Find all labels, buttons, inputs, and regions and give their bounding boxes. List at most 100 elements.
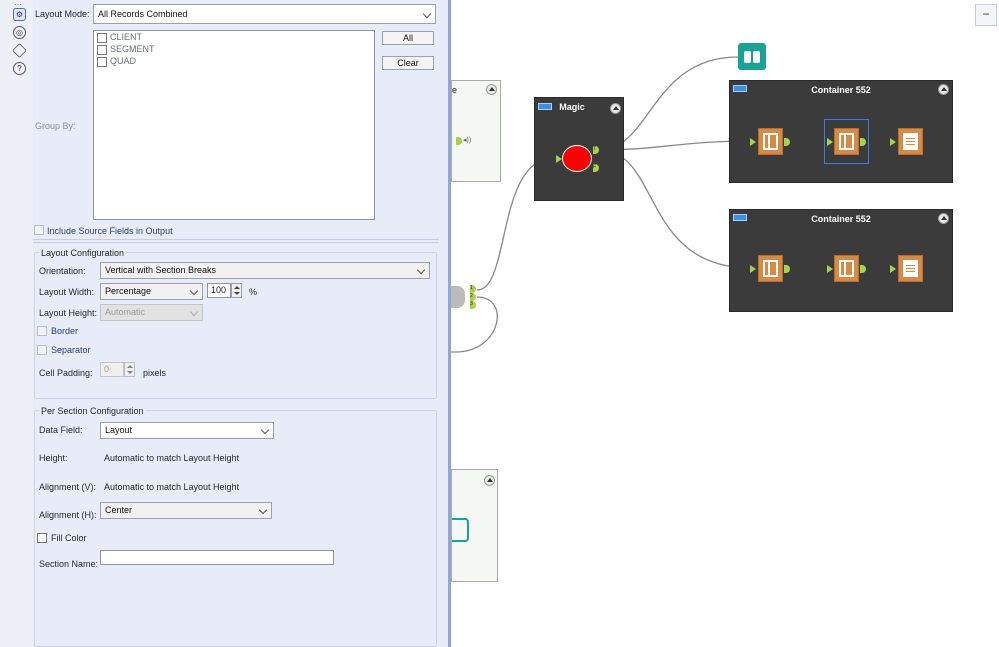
dots-icon: ··· (14, 0, 22, 9)
chevron-down-icon (258, 505, 268, 515)
clear-button[interactable]: Clear (382, 56, 434, 70)
group-by-listbox[interactable]: CLIENT SEGMENT QUAD (93, 30, 375, 220)
layout-height-label: Layout Height: (39, 308, 98, 318)
report-text-icon[interactable] (898, 255, 923, 282)
input-anchor[interactable] (890, 265, 896, 273)
checkbox[interactable] (97, 57, 107, 67)
layout-width-unit: % (249, 287, 258, 297)
border-checkbox[interactable] (37, 326, 47, 336)
cell-padding-input[interactable]: 0 (100, 362, 124, 377)
output-anchor[interactable] (456, 137, 462, 145)
collapse-icon[interactable] (484, 475, 495, 486)
layout-width-label: Layout Width: (39, 287, 95, 297)
checkbox[interactable] (97, 33, 107, 43)
input-anchor[interactable] (750, 265, 756, 273)
wifi-icon: ◂)) (463, 137, 472, 144)
include-source-checkbox[interactable] (34, 225, 44, 235)
container-552-b[interactable]: Container 552 (729, 209, 953, 312)
binoculars-icon[interactable] (738, 43, 766, 70)
chevron-down-icon (416, 265, 426, 275)
container-552-a[interactable]: Container 552 (729, 80, 953, 183)
input-anchor[interactable] (750, 138, 756, 146)
output-anchor[interactable] (860, 138, 866, 146)
layout-tool-icon[interactable] (758, 255, 783, 282)
fill-color-label: Fill Color (51, 533, 87, 543)
partial-container-bottom[interactable] (451, 469, 498, 582)
input-anchor[interactable] (890, 138, 896, 146)
output-anchor-2[interactable]: 2 (470, 293, 476, 301)
input-anchor[interactable] (827, 265, 833, 273)
anchor-label: T (593, 146, 597, 152)
layout-tool-icon[interactable] (834, 128, 859, 155)
anchor-label: 1 (470, 285, 473, 291)
data-field-label: Data Field: (39, 425, 83, 435)
layout-tool-icon[interactable] (834, 255, 859, 282)
tag-icon[interactable] (12, 43, 27, 58)
layout-width-spinner[interactable] (231, 283, 242, 298)
checkbox[interactable] (97, 45, 107, 55)
partial-container-title: e (452, 85, 458, 95)
group-by-item-label: SEGMENT (110, 44, 155, 54)
include-source-label: Include Source Fields in Output (47, 226, 173, 236)
orientation-select[interactable]: Vertical with Section Breaks (100, 262, 430, 279)
section-name-label: Section Name: (39, 559, 99, 569)
layout-height-select[interactable]: Automatic (100, 304, 203, 321)
output-anchor[interactable] (860, 265, 866, 273)
cell-padding-spinner[interactable] (124, 362, 135, 377)
partial-container-top[interactable]: e ◂)) (451, 80, 501, 182)
separator-checkbox[interactable] (37, 345, 47, 355)
layout-mode-label: Layout Mode: (35, 9, 90, 19)
collapse-icon[interactable] (938, 213, 949, 224)
output-anchor[interactable] (784, 265, 790, 273)
collapse-icon[interactable] (610, 103, 621, 114)
input-anchor[interactable] (827, 138, 833, 146)
help-icon[interactable]: ? (13, 62, 26, 75)
alignment-h-select[interactable]: Center (100, 502, 272, 519)
layout-width-input[interactable]: 100 (207, 283, 231, 298)
false-anchor[interactable]: F (593, 164, 599, 172)
collapse-icon[interactable] (938, 84, 949, 95)
true-anchor[interactable]: T (593, 146, 599, 154)
workflow-canvas[interactable]: e ◂)) 1 2 3 Magic T F Container 552 (451, 0, 999, 647)
report-text-icon[interactable] (898, 128, 923, 155)
collapse-icon[interactable] (486, 84, 497, 95)
cell-padding-label: Cell Padding: (39, 368, 93, 378)
alignment-h-value: Center (105, 505, 133, 515)
tool-config-icon-bar: ··· ⚙ ◎ ? (0, 0, 34, 647)
magic-container[interactable]: Magic T F (534, 97, 624, 201)
section-name-input[interactable] (100, 550, 334, 565)
configuration-panel: Layout Mode: All Records Combined Group … (33, 0, 449, 647)
report-text-icon[interactable] (452, 518, 469, 542)
height-label: Height: (39, 453, 68, 463)
anchor-label: 2 (470, 293, 473, 299)
output-anchor-3[interactable]: 3 (470, 301, 476, 309)
filter-tool-icon[interactable] (562, 145, 592, 172)
section-divider (33, 242, 439, 243)
layout-width-mode-select[interactable]: Percentage (100, 283, 203, 300)
chevron-down-icon (422, 9, 432, 19)
layout-mode-select[interactable]: All Records Combined (93, 4, 436, 24)
target-icon[interactable]: ◎ (13, 26, 26, 39)
layout-height-value: Automatic (105, 307, 146, 317)
alignment-v-label: Alignment (V): (39, 482, 97, 492)
container-title: Magic (559, 102, 585, 112)
group-by-item-label: CLIENT (110, 32, 143, 42)
output-anchor[interactable] (784, 138, 790, 146)
data-field-select[interactable]: Layout (100, 422, 274, 439)
select-all-button[interactable]: All (382, 31, 434, 45)
cell-padding-unit: pixels (143, 368, 167, 378)
chevron-down-icon (260, 425, 270, 435)
binoculars-lens (753, 51, 760, 63)
input-anchor[interactable] (556, 155, 562, 163)
height-value: Automatic to match Layout Height (104, 453, 240, 463)
gear-tool-icon[interactable] (451, 286, 465, 308)
minimize-button[interactable]: − (975, 4, 997, 26)
container-title: Container 552 (811, 214, 871, 224)
layout-mode-value: All Records Combined (98, 9, 188, 19)
fill-color-checkbox[interactable] (37, 533, 47, 543)
layout-tool-icon[interactable] (758, 128, 783, 155)
container-icon (733, 85, 747, 92)
data-field-value: Layout (105, 425, 133, 435)
gear-icon[interactable]: ⚙ (13, 8, 26, 21)
output-anchor-1[interactable]: 1 (470, 285, 476, 293)
